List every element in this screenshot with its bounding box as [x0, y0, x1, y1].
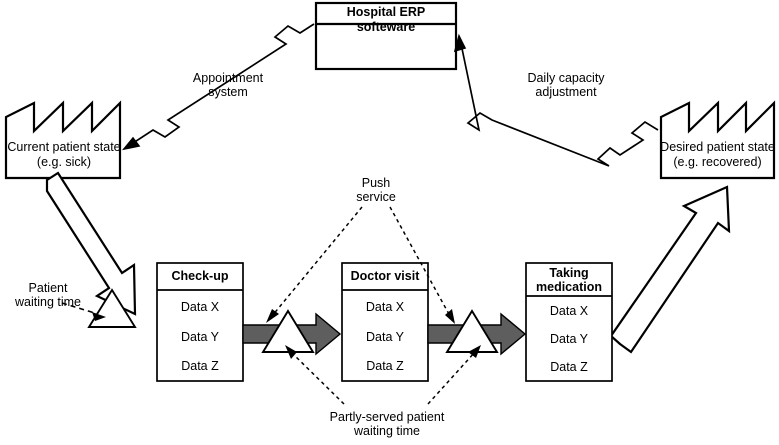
- partly-served-waiting-time-label-line1: Partly-served patient: [329, 410, 445, 424]
- push-service-label-line2: service: [356, 190, 396, 204]
- desired-patient-state-shape: [659, 100, 776, 180]
- current-patient-state-line1: Current patient state: [7, 140, 121, 154]
- appointment-system-label-line2: system: [208, 85, 248, 99]
- current-state-to-waiting-arrow: [45, 171, 137, 316]
- check-up-row-0: Data X: [180, 300, 220, 314]
- push-service-dotted-arrow-right: [389, 206, 455, 324]
- taking-medication-row-0: Data X: [549, 304, 589, 318]
- desired-patient-state-line2: (e.g. recovered): [673, 155, 762, 169]
- current-patient-state-shape: [4, 100, 122, 180]
- doctor-visit-row-2: Data Z: [366, 359, 404, 373]
- taking-medication-box: [525, 262, 613, 382]
- doctor-visit-title: Doctor visit: [350, 269, 420, 283]
- check-up-title: Check-up: [171, 269, 229, 283]
- taking-medication-to-desired-state-arrow: [609, 185, 731, 354]
- taking-medication-row-1: Data Y: [550, 332, 588, 346]
- doctor-visit-row-1: Data Y: [366, 330, 404, 344]
- push-service-dotted-arrow-left: [266, 206, 363, 323]
- taking-medication-title-line2: medication: [536, 280, 602, 294]
- daily-capacity-adjustment-label-line1: Daily capacity: [527, 71, 605, 85]
- patient-waiting-time-label-line2: waiting time: [15, 295, 81, 309]
- partly-served-dotted-arrow-right: [427, 345, 481, 405]
- daily-capacity-adjustment-label-line2: adjustment: [535, 85, 597, 99]
- appointment-system-label-line1: Appointment: [192, 71, 264, 85]
- doctor-visit-row-0: Data X: [365, 300, 405, 314]
- partly-served-waiting-time-label-line2: waiting time: [354, 424, 420, 438]
- taking-medication-row-2: Data Z: [550, 360, 588, 374]
- desired-patient-state-line1: Desired patient state: [660, 140, 775, 154]
- doctor-visit-box: [341, 262, 429, 382]
- push-service-label-line1: Push: [361, 176, 391, 190]
- hospital-erp-title: Hospital ERP softeware: [346, 5, 426, 34]
- taking-medication-title-line1: Taking: [549, 266, 589, 280]
- patient-waiting-time-label-line1: Patient: [28, 281, 68, 295]
- check-up-box: [156, 262, 244, 382]
- patient-waiting-time-dashed-arrow: [61, 302, 106, 321]
- hospital-erp-node: [314, 1, 458, 71]
- appointment-system-information-flow: [121, 23, 315, 151]
- current-patient-state-line2: (e.g. sick): [36, 155, 92, 169]
- check-up-row-1: Data Y: [181, 330, 219, 344]
- daily-capacity-adjustment-information-flow: [453, 33, 659, 167]
- partly-served-dotted-arrow-left: [285, 345, 345, 405]
- check-up-row-2: Data Z: [181, 359, 219, 373]
